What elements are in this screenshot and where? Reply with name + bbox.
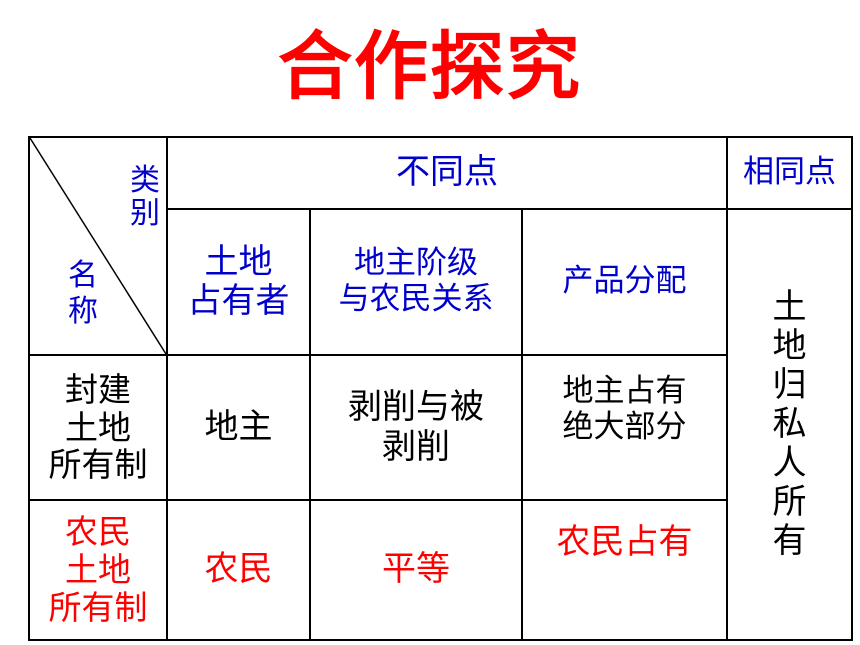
similarities-header: 相同点 [726,136,854,210]
diagonal-header-cell: 类 别 名 称 [28,136,168,356]
land-owner-header: 土地 占有者 [166,208,311,356]
farmer-land-owner: 农民 [166,499,311,641]
common-feature-cell: 土 地 归 私 人 所 有 [726,208,854,641]
diagonal-line [30,138,166,354]
category-label: 类 别 [130,163,160,231]
relation-header: 地主阶级 与农民关系 [309,208,523,356]
feudal-relation: 剥削与被 剥削 [309,354,523,501]
row-name-farmer: 农民 土地 所有制 [28,499,168,641]
feudal-distribution: 地主占有 绝大部分 [520,354,729,501]
farmer-distribution: 农民占有 [520,499,729,641]
row-name-feudal: 封建 土地 所有制 [28,354,168,501]
feudal-land-owner: 地主 [166,354,311,501]
distribution-header: 产品分配 [520,208,729,356]
comparison-table: 类 别 名 称 不同点 相同点 土地 占有者 地主阶级 与农民关系 产品分配 土… [28,136,854,641]
name-label: 名 称 [68,258,98,329]
differences-header: 不同点 [165,136,729,210]
page-title: 合作探究 [278,24,582,110]
farmer-relation: 平等 [309,499,523,641]
